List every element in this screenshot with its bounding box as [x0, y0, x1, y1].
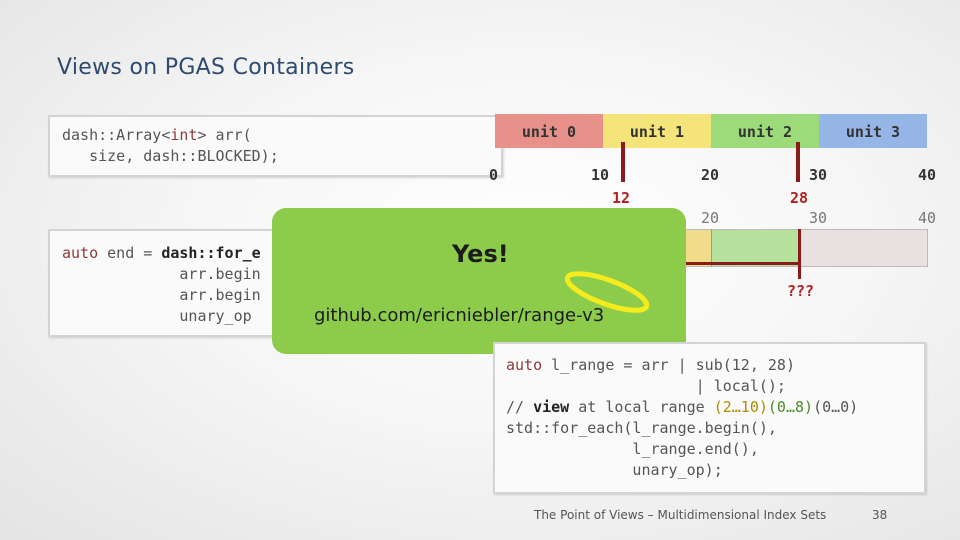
comment-text: at local range: [569, 398, 714, 416]
unit-label: unit 0: [521, 123, 577, 141]
highlight-ellipse-icon: [564, 271, 650, 313]
unit-label: unit 3: [845, 123, 901, 141]
range-unit-2: (0…8): [767, 398, 814, 416]
code-token: end =: [98, 244, 162, 262]
local-scale-tick: 40: [918, 209, 937, 227]
scale-tick: 30: [809, 166, 828, 184]
local-segment-yellow: [686, 229, 711, 267]
range-unit-1: (2…10): [713, 398, 768, 416]
code-function: dash::for_e: [161, 244, 261, 262]
code-line: size, dash::BLOCKED);: [62, 147, 279, 165]
code-block-local-range: auto l_range = arr | sub(12, 28) | local…: [493, 342, 926, 494]
local-scale-tick: 20: [701, 209, 720, 227]
local-range-baseline: [686, 262, 800, 265]
local-segment-green: [711, 229, 800, 267]
unit-label: unit 2: [737, 123, 793, 141]
scale-tick: 0: [489, 166, 499, 184]
code-line: | local();: [506, 377, 786, 395]
local-scale-tick: 30: [809, 209, 828, 227]
slide-title: Views on PGAS Containers: [57, 55, 355, 80]
range-start-marker: [621, 142, 625, 182]
unit-label: unit 1: [629, 123, 685, 141]
code-line: unary_op: [62, 307, 252, 325]
scale-tick: 20: [701, 166, 720, 184]
local-segment-gray: [799, 229, 928, 267]
code-line: arr.begin: [62, 286, 261, 304]
range-end-marker: [796, 142, 800, 182]
yes-headline: Yes!: [452, 240, 509, 268]
code-line: l_range.end(),: [506, 440, 759, 458]
unit-1-block: unit 1: [603, 114, 711, 148]
range-start-label: 12: [612, 189, 631, 207]
code-line: unary_op);: [506, 461, 723, 479]
code-keyword: int: [170, 126, 198, 144]
question-label: ???: [787, 282, 815, 300]
range-unit-3: (0…0): [813, 398, 859, 416]
code-line: auto l_range = arr | sub(12, 28): [506, 355, 924, 376]
comment-marker: //: [506, 398, 534, 416]
code-block-array-decl: dash::Array<int> arr( size, dash::BLOCKE…: [48, 115, 503, 177]
code-keyword: view: [533, 398, 570, 416]
code-line: dash::Array<int> arr(: [62, 125, 501, 146]
slide-footer: The Point of Views – Multidimensional In…: [534, 508, 827, 522]
scale-tick: 10: [591, 166, 610, 184]
code-token: l_range = arr | sub(12, 28): [542, 356, 795, 374]
local-range-end-marker: [798, 229, 801, 279]
code-keyword: auto: [62, 244, 99, 262]
unit-3-block: unit 3: [819, 114, 927, 148]
page-number: 38: [872, 508, 888, 522]
code-token: > arr(: [197, 126, 252, 144]
scale-tick: 40: [918, 166, 937, 184]
range-v3-link[interactable]: github.com/ericniebler/range-v3: [314, 305, 605, 326]
code-line: std::for_each(l_range.begin(),: [506, 419, 777, 437]
code-line: arr.begin: [62, 265, 261, 283]
unit-0-block: unit 0: [495, 114, 603, 148]
code-line: auto end = dash::for_e: [62, 243, 326, 264]
code-token: dash::Array<: [62, 126, 171, 144]
code-keyword: auto: [506, 356, 543, 374]
unit-2-block: unit 2: [711, 114, 819, 148]
range-end-label: 28: [790, 189, 809, 207]
code-comment-line: // view at local range (2…10)(0…8)(0…0): [506, 397, 924, 418]
